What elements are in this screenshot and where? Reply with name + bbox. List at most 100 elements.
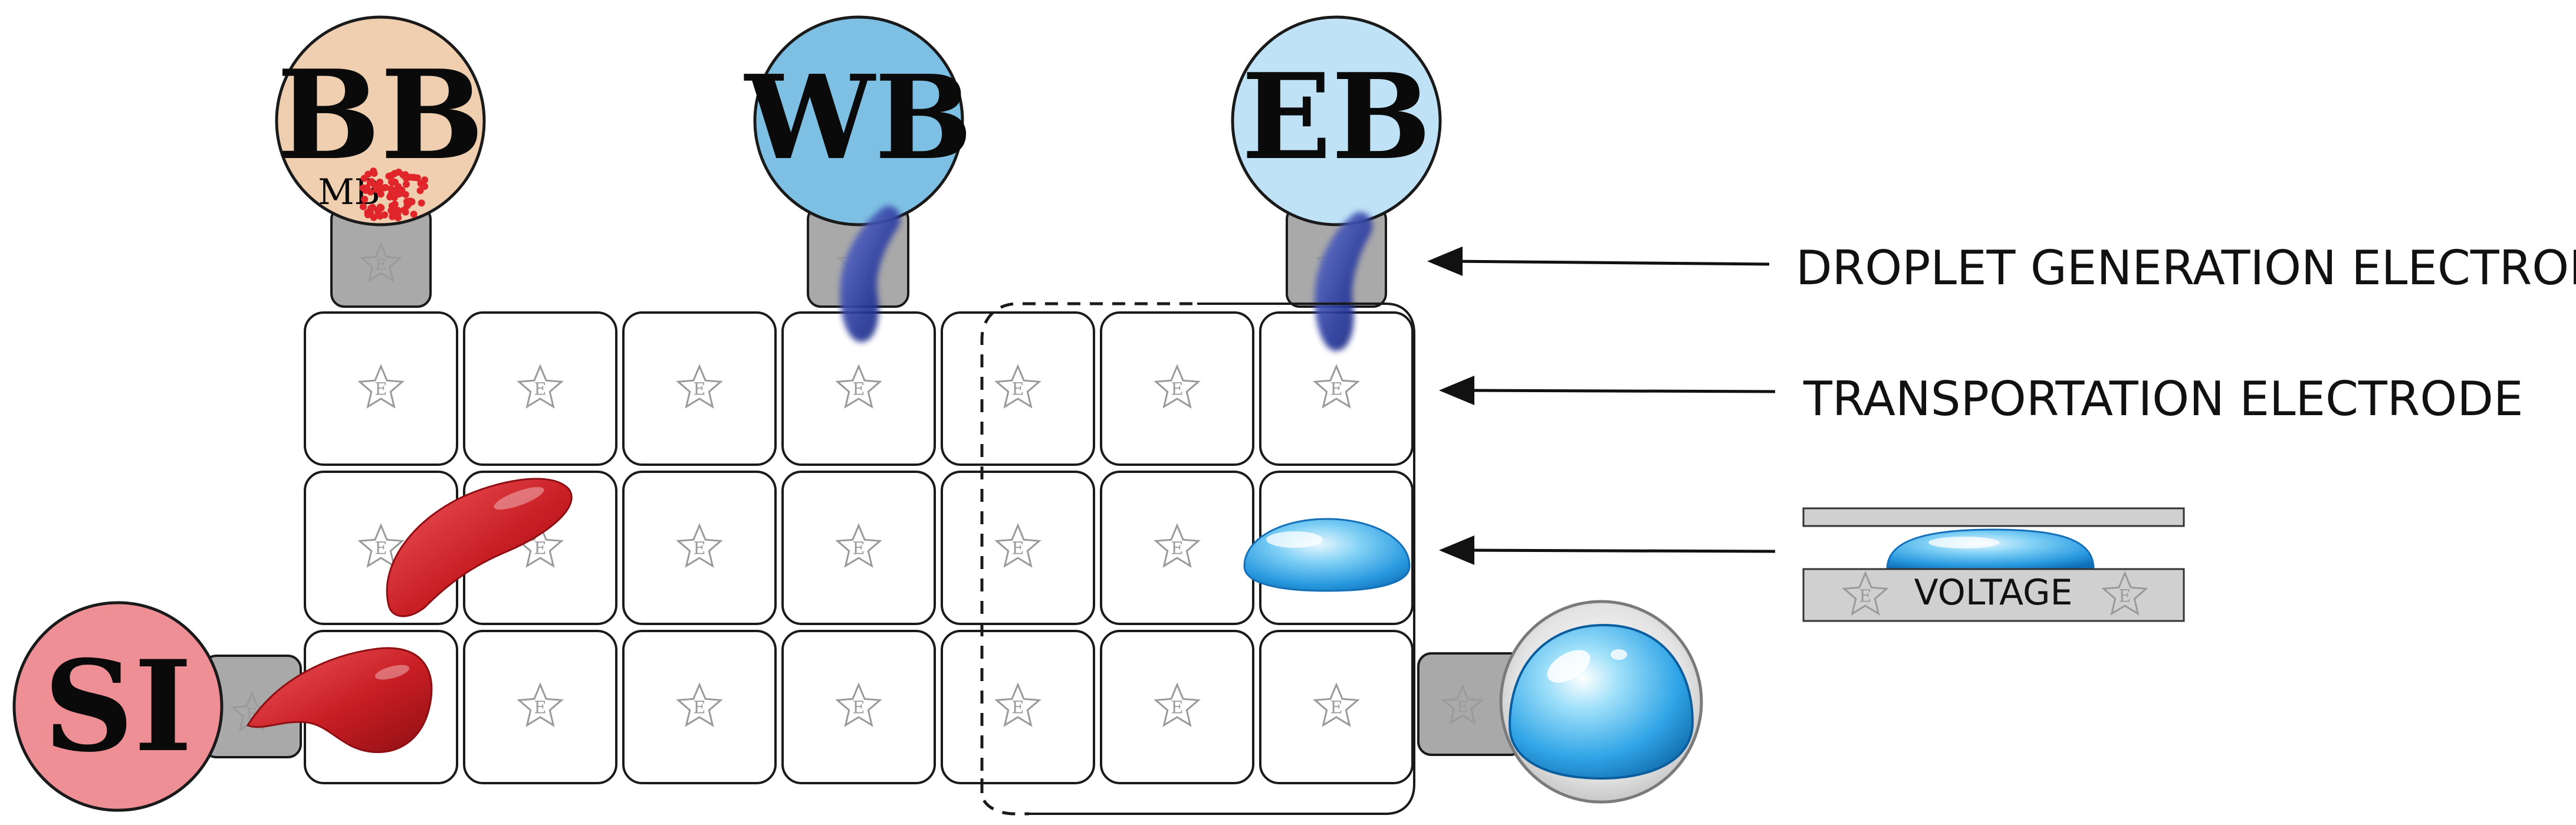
reservoir-wb-label: WB: [744, 50, 972, 186]
electrode-marker: E: [835, 523, 882, 568]
electrode-glyph: E: [1171, 698, 1183, 718]
electrode-marker: E: [994, 682, 1041, 727]
bead-dot: [389, 213, 396, 221]
transport-electrode-r3-c7: E: [1259, 630, 1414, 784]
pad-electrode-marker: E: [359, 242, 403, 282]
electrode-glyph: E: [374, 379, 387, 399]
bead-dot: [363, 184, 371, 192]
bead-dot: [393, 187, 401, 195]
bead-dot: [374, 206, 382, 214]
electrode-glyph: E: [693, 698, 705, 718]
bead-dot: [391, 201, 399, 208]
electrode-marker: E: [835, 682, 882, 727]
bead-dot: [399, 171, 407, 179]
magnet-region-outline: [980, 302, 1197, 793]
transport-droplet: [1243, 518, 1411, 592]
electrode-glyph: E: [2118, 586, 2131, 606]
electrode-glyph: E: [852, 379, 865, 399]
annotation-arrows: [1427, 246, 1776, 565]
bead-dot: [410, 211, 418, 218]
electrode-marker: E: [994, 523, 1041, 568]
reservoir-si-label: SI: [44, 633, 192, 780]
electrode-glyph: E: [1330, 698, 1342, 718]
bead-dot: [377, 190, 385, 198]
bead-dot: [364, 170, 372, 178]
electrode-glyph: E: [1011, 698, 1024, 718]
output-well: [1499, 600, 1703, 804]
electrode-marker: E: [1154, 682, 1201, 727]
sample-droplet-moving: [386, 478, 573, 617]
wash-droplet-wb: [840, 206, 901, 342]
magnet-region-outline-bottom: [980, 778, 1029, 816]
electrode-marker: E: [1154, 364, 1201, 409]
transport-electrode-r3-c2: E: [463, 630, 617, 784]
electrode-marker: E: [1313, 364, 1360, 409]
transport-electrode-r1-c2: E: [463, 311, 617, 466]
reservoir-bb: BB MB: [275, 15, 486, 226]
inset-electrode-marker: E: [1842, 571, 1889, 616]
bead-dot: [387, 185, 395, 193]
bead-dot: [370, 167, 377, 175]
transport-electrode-r1-c5: E: [941, 311, 1095, 466]
electrode-marker: E: [1313, 682, 1360, 727]
inset-electrode-marker: E: [2101, 571, 2148, 616]
electrode-glyph: E: [1171, 538, 1183, 558]
label-droplet-generation-electrode: DROPLET GENERATION ELECTRODE: [1796, 241, 2576, 295]
electrode-glyph: E: [693, 379, 705, 399]
transport-electrode-r3-c4: E: [781, 630, 936, 784]
electrode-glyph: E: [1330, 379, 1342, 399]
electrode-marker: E: [676, 523, 723, 568]
electrode-glyph: E: [852, 698, 865, 718]
bead-dot: [400, 206, 408, 214]
electrode-glyph: E: [534, 538, 546, 558]
electrode-marker: E: [994, 364, 1041, 409]
electrode-marker: E: [676, 682, 723, 727]
bead-dot: [361, 196, 369, 203]
transport-electrode-r2-c3: E: [622, 471, 777, 625]
transport-electrode-r2-c5: E: [941, 471, 1095, 625]
bead-dot: [395, 214, 402, 222]
transport-electrode-r1-c1: E: [304, 311, 458, 466]
electrode-marker: E: [517, 364, 564, 409]
chip-right-outline: [1029, 303, 1415, 815]
sample-droplets: [246, 478, 573, 754]
electrode-glyph: E: [534, 698, 546, 718]
bead-dot: [410, 173, 418, 181]
bead-dot: [416, 187, 424, 195]
electrode-glyph: E: [534, 379, 546, 399]
bead-dot: [367, 209, 374, 217]
transport-electrode-r1-c6: E: [1100, 311, 1254, 466]
bead-dot: [381, 211, 389, 219]
electrode-marker: E: [517, 682, 564, 727]
bead-dot: [385, 172, 393, 180]
electrode-marker: E: [835, 364, 882, 409]
label-transportation-electrode: TRANSPORTATION ELECTRODE: [1803, 372, 2524, 426]
transport-electrode-r2-c4: E: [781, 471, 936, 625]
bead-dot: [405, 198, 413, 205]
electrode-marker: E: [357, 523, 405, 568]
electrode-glyph: E: [1859, 586, 1871, 606]
bead-dot: [359, 203, 367, 211]
bead-dot: [391, 170, 399, 178]
electrode-marker: E: [676, 364, 723, 409]
bead-dot: [402, 180, 410, 188]
reservoir-si: SI: [12, 601, 224, 812]
bead-dot: [417, 180, 425, 188]
reservoir-bb-label: BB: [277, 44, 484, 188]
electrode-glyph: E: [1011, 538, 1024, 558]
wash-droplet-eb: [1315, 212, 1373, 351]
bead-dot: [371, 182, 379, 189]
inset-droplet: [1886, 528, 2095, 570]
electrode-glyph: E: [374, 538, 387, 558]
inset-top-plate: [1802, 507, 2185, 527]
wash-droplets: [840, 206, 1373, 351]
magnetic-beads: [359, 167, 429, 222]
transport-electrode-r2-c6: E: [1100, 471, 1254, 625]
electrode-glyph: E: [852, 538, 865, 558]
reservoir-eb: EB: [1231, 15, 1442, 226]
transport-electrode-r3-c5: E: [941, 630, 1095, 784]
bead-dot: [376, 184, 384, 192]
